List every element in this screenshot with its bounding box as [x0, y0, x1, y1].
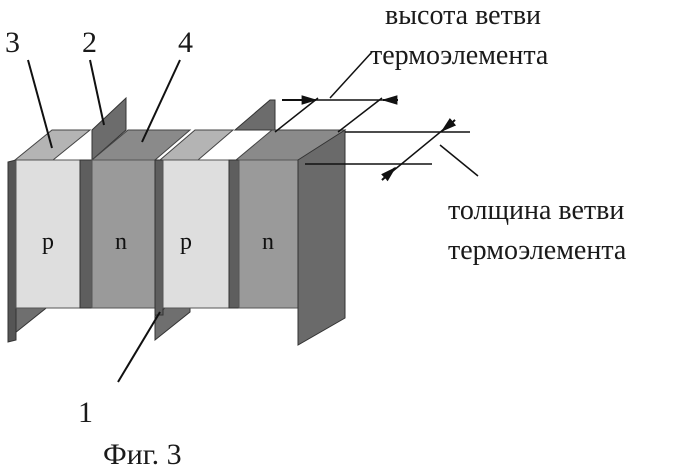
right-side-face: [298, 130, 345, 345]
thickness-annotation-line2: термоэлемента: [448, 237, 626, 265]
label-4: 4: [178, 28, 193, 58]
branch-letter-n2: n: [262, 230, 274, 254]
height-annotation-line1: высота ветви: [385, 2, 541, 30]
thickness-annotation-line1: толщина ветви: [448, 197, 624, 225]
left-edge-3: [8, 160, 16, 342]
thickness-arrow-bottom: [382, 168, 395, 180]
top-face-n2: [235, 100, 275, 130]
label-1: 1: [78, 398, 93, 428]
thickness-leader: [440, 145, 478, 176]
height-annotation-line2: термоэлемента: [370, 42, 548, 70]
branch-letter-n1: n: [115, 230, 127, 254]
branch-letter-p1: p: [42, 230, 54, 254]
height-dim-ext-2: [338, 98, 382, 132]
branch-letter-p2: p: [180, 230, 192, 254]
thickness-arrow-top: [442, 120, 455, 131]
height-leader: [330, 52, 372, 98]
separator-3: [229, 160, 239, 308]
leader-3: [28, 60, 52, 148]
branch-p2-face: [163, 160, 229, 308]
separator-1: [80, 160, 92, 308]
label-3: 3: [5, 28, 20, 58]
figure-caption: Фиг. 3: [103, 440, 182, 470]
leader-2: [90, 60, 104, 125]
leader-1: [118, 312, 160, 382]
height-dim-ext-1: [275, 98, 318, 132]
top-face-p1: [15, 130, 90, 160]
label-2: 2: [82, 28, 97, 58]
separator-2: [155, 160, 163, 315]
